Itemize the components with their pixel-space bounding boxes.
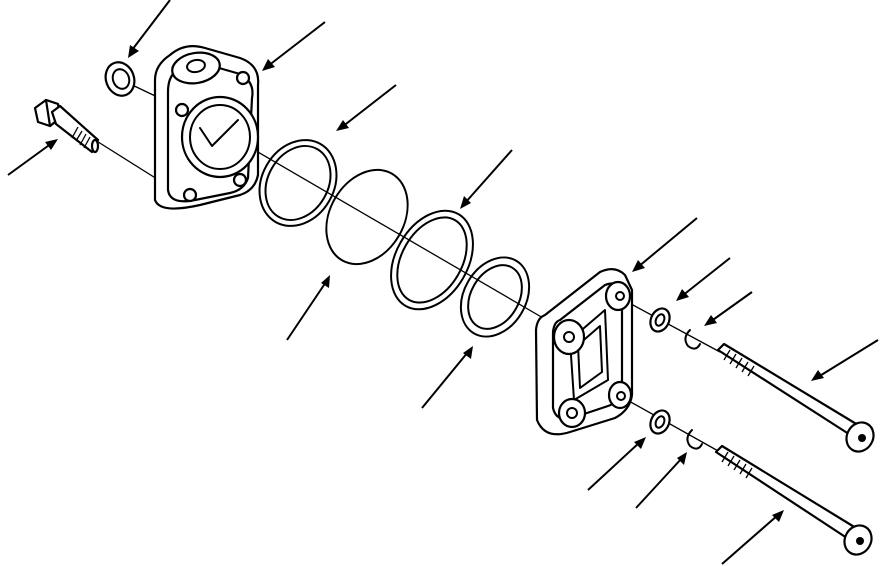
callout-arrow-rear-housing — [632, 217, 698, 272]
callout-arrow-snap-ring-upper — [704, 291, 753, 326]
bolt-left — [33, 98, 100, 154]
seal-ring-small — [104, 61, 136, 97]
callout-arrow-seal-ring — [128, 0, 171, 58]
callout-arrow-front-cover — [262, 21, 326, 71]
washer-upper — [649, 307, 671, 333]
callout-arrow-gasket — [286, 275, 330, 341]
long-bolt-lower — [714, 444, 873, 556]
washer-lower — [649, 409, 671, 435]
snap-ring-upper — [684, 329, 701, 350]
callout-arrow-o-ring-1 — [336, 84, 397, 131]
gasket-disc — [325, 168, 409, 266]
pump-cover-front — [153, 45, 260, 210]
callout-arrow-left-bolt — [7, 139, 58, 176]
snap-ring-lower — [686, 429, 703, 450]
callout-arrow-long-bolt-lower — [721, 510, 784, 565]
callout-arrow-snap-ring-lower — [635, 452, 687, 509]
long-bolt-upper — [716, 342, 875, 453]
callout-arrow-washer-upper — [676, 257, 731, 301]
callout-arrows — [7, 0, 879, 565]
callout-arrow-long-bolt-upper — [811, 339, 879, 381]
o-ring-large-3 — [459, 256, 531, 338]
o-ring-large-2 — [390, 209, 474, 311]
callout-arrow-o-ring-2 — [460, 149, 513, 209]
callout-arrow-o-ring-3 — [421, 346, 473, 409]
pump-housing-rear — [534, 268, 634, 436]
callout-arrow-washer-lower — [587, 437, 646, 491]
o-ring-large-1 — [258, 139, 338, 227]
